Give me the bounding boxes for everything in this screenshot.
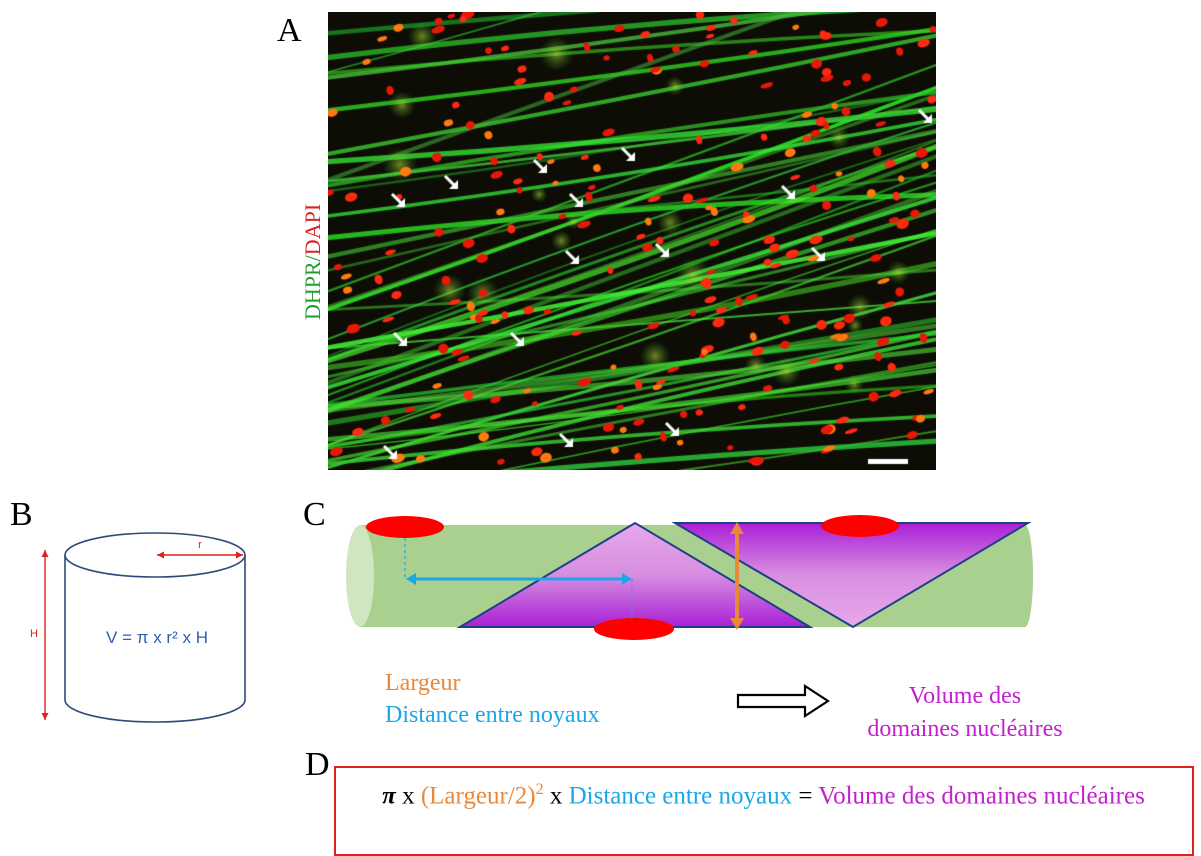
stain-label-separator: /	[300, 255, 325, 262]
formula-times-1: x	[395, 782, 421, 810]
stain-label-dapi: DAPI	[300, 203, 325, 256]
stain-label-dhpr: DHPR	[300, 261, 325, 320]
cylinder-body	[64, 555, 246, 723]
height-arrow-head-top	[41, 550, 49, 557]
formula-volume: Volume des domaines nucléaires	[818, 782, 1145, 810]
fluorescence-micrograph	[328, 12, 936, 470]
formula-pi: π	[382, 782, 396, 810]
right-arrow-icon	[736, 683, 831, 719]
fiber-end-left	[346, 525, 374, 627]
panel-label-a: A	[277, 12, 302, 49]
panel-label-b: B	[10, 496, 33, 533]
legend-distance: Distance entre noyaux	[385, 702, 600, 728]
formula-largeur: (Largeur/2)	[420, 782, 536, 810]
volume-formula: V = π x r² x H	[106, 628, 208, 647]
panel-label-d: D	[305, 746, 330, 783]
formula-times-2: x	[543, 782, 569, 810]
stain-label: DHPR/DAPI	[300, 204, 326, 320]
result-volume-text: Volume des domaines nucléaires	[830, 680, 1100, 746]
panel-label-c: C	[303, 496, 326, 533]
radius-arrow-head-left	[157, 551, 164, 559]
nucleus-bottom-middle	[594, 618, 674, 640]
legend-largeur: Largeur	[385, 670, 461, 696]
result-line-2: domaines nucléaires	[867, 716, 1063, 743]
radius-label: r	[198, 539, 202, 551]
cylinder-diagram: r H V = π x r² x H	[30, 532, 246, 723]
distance-arrow-head-left	[406, 573, 416, 585]
formula-equals: =	[792, 782, 819, 810]
nucleus-top-right	[821, 515, 899, 537]
height-arrow-head-bottom	[41, 713, 49, 720]
cylinder-top	[64, 532, 246, 578]
height-label: H	[30, 628, 38, 640]
fiber-schematic	[346, 515, 1033, 640]
formula-exponent: 2	[535, 781, 544, 798]
formula-text: π x (Largeur/2)2 x Distance entre noyaux…	[361, 780, 1166, 813]
distance-arrow-head-right	[622, 573, 632, 585]
fiber-end-right	[1017, 525, 1033, 627]
radius-arrow-head-right	[236, 551, 243, 559]
result-line-1: Volume des	[908, 683, 1022, 709]
nucleus-top-left	[366, 516, 444, 538]
formula-distance: Distance entre noyaux	[568, 782, 793, 810]
width-arrow-head-top	[730, 522, 744, 534]
formula-box: π x (Largeur/2)2 x Distance entre noyaux…	[334, 766, 1194, 856]
width-arrow-head-bottom	[730, 618, 744, 630]
